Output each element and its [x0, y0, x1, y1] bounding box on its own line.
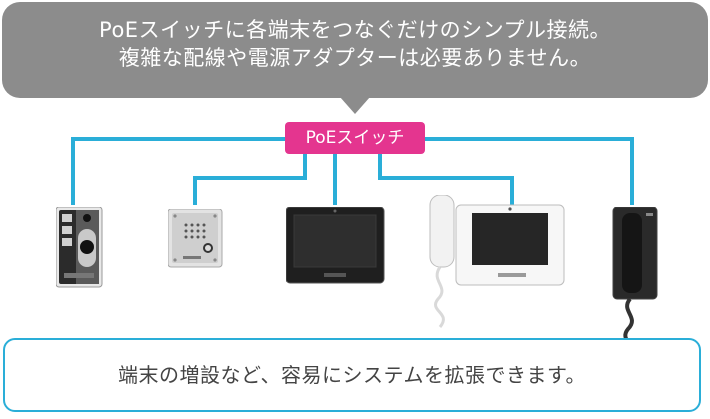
- footer-message-box: 端末の増設など、容易にシステムを拡張できます。: [3, 338, 701, 412]
- wire-master-station: [378, 154, 514, 205]
- headline-line-1: PoEスイッチに各端末をつなぐだけのシンプル接続。: [99, 18, 611, 42]
- wire-audio-station: [193, 154, 307, 205]
- wire-sub-station: [425, 137, 634, 205]
- headline-bubble: PoEスイッチに各端末をつなぐだけのシンプル接続。 複雑な配線や電源アダプターは…: [2, 2, 708, 98]
- handset-video-master-icon: [428, 194, 568, 335]
- poe-switch: PoEスイッチ: [285, 122, 425, 154]
- wire-door-station: [71, 137, 287, 205]
- flush-audio-station-icon: [167, 208, 224, 273]
- door-station-icon: [55, 206, 104, 293]
- bubble-tail: [340, 97, 370, 114]
- footer-message: 端末の増設など、容易にシステムを拡張できます。: [118, 363, 586, 387]
- headline-line-2: 複雑な配線や電源アダプターは必要ありません。: [118, 46, 592, 70]
- handset-sub-station-icon: [610, 206, 660, 371]
- poe-switch-label: PoEスイッチ: [305, 128, 405, 148]
- video-monitor-icon: [285, 206, 386, 289]
